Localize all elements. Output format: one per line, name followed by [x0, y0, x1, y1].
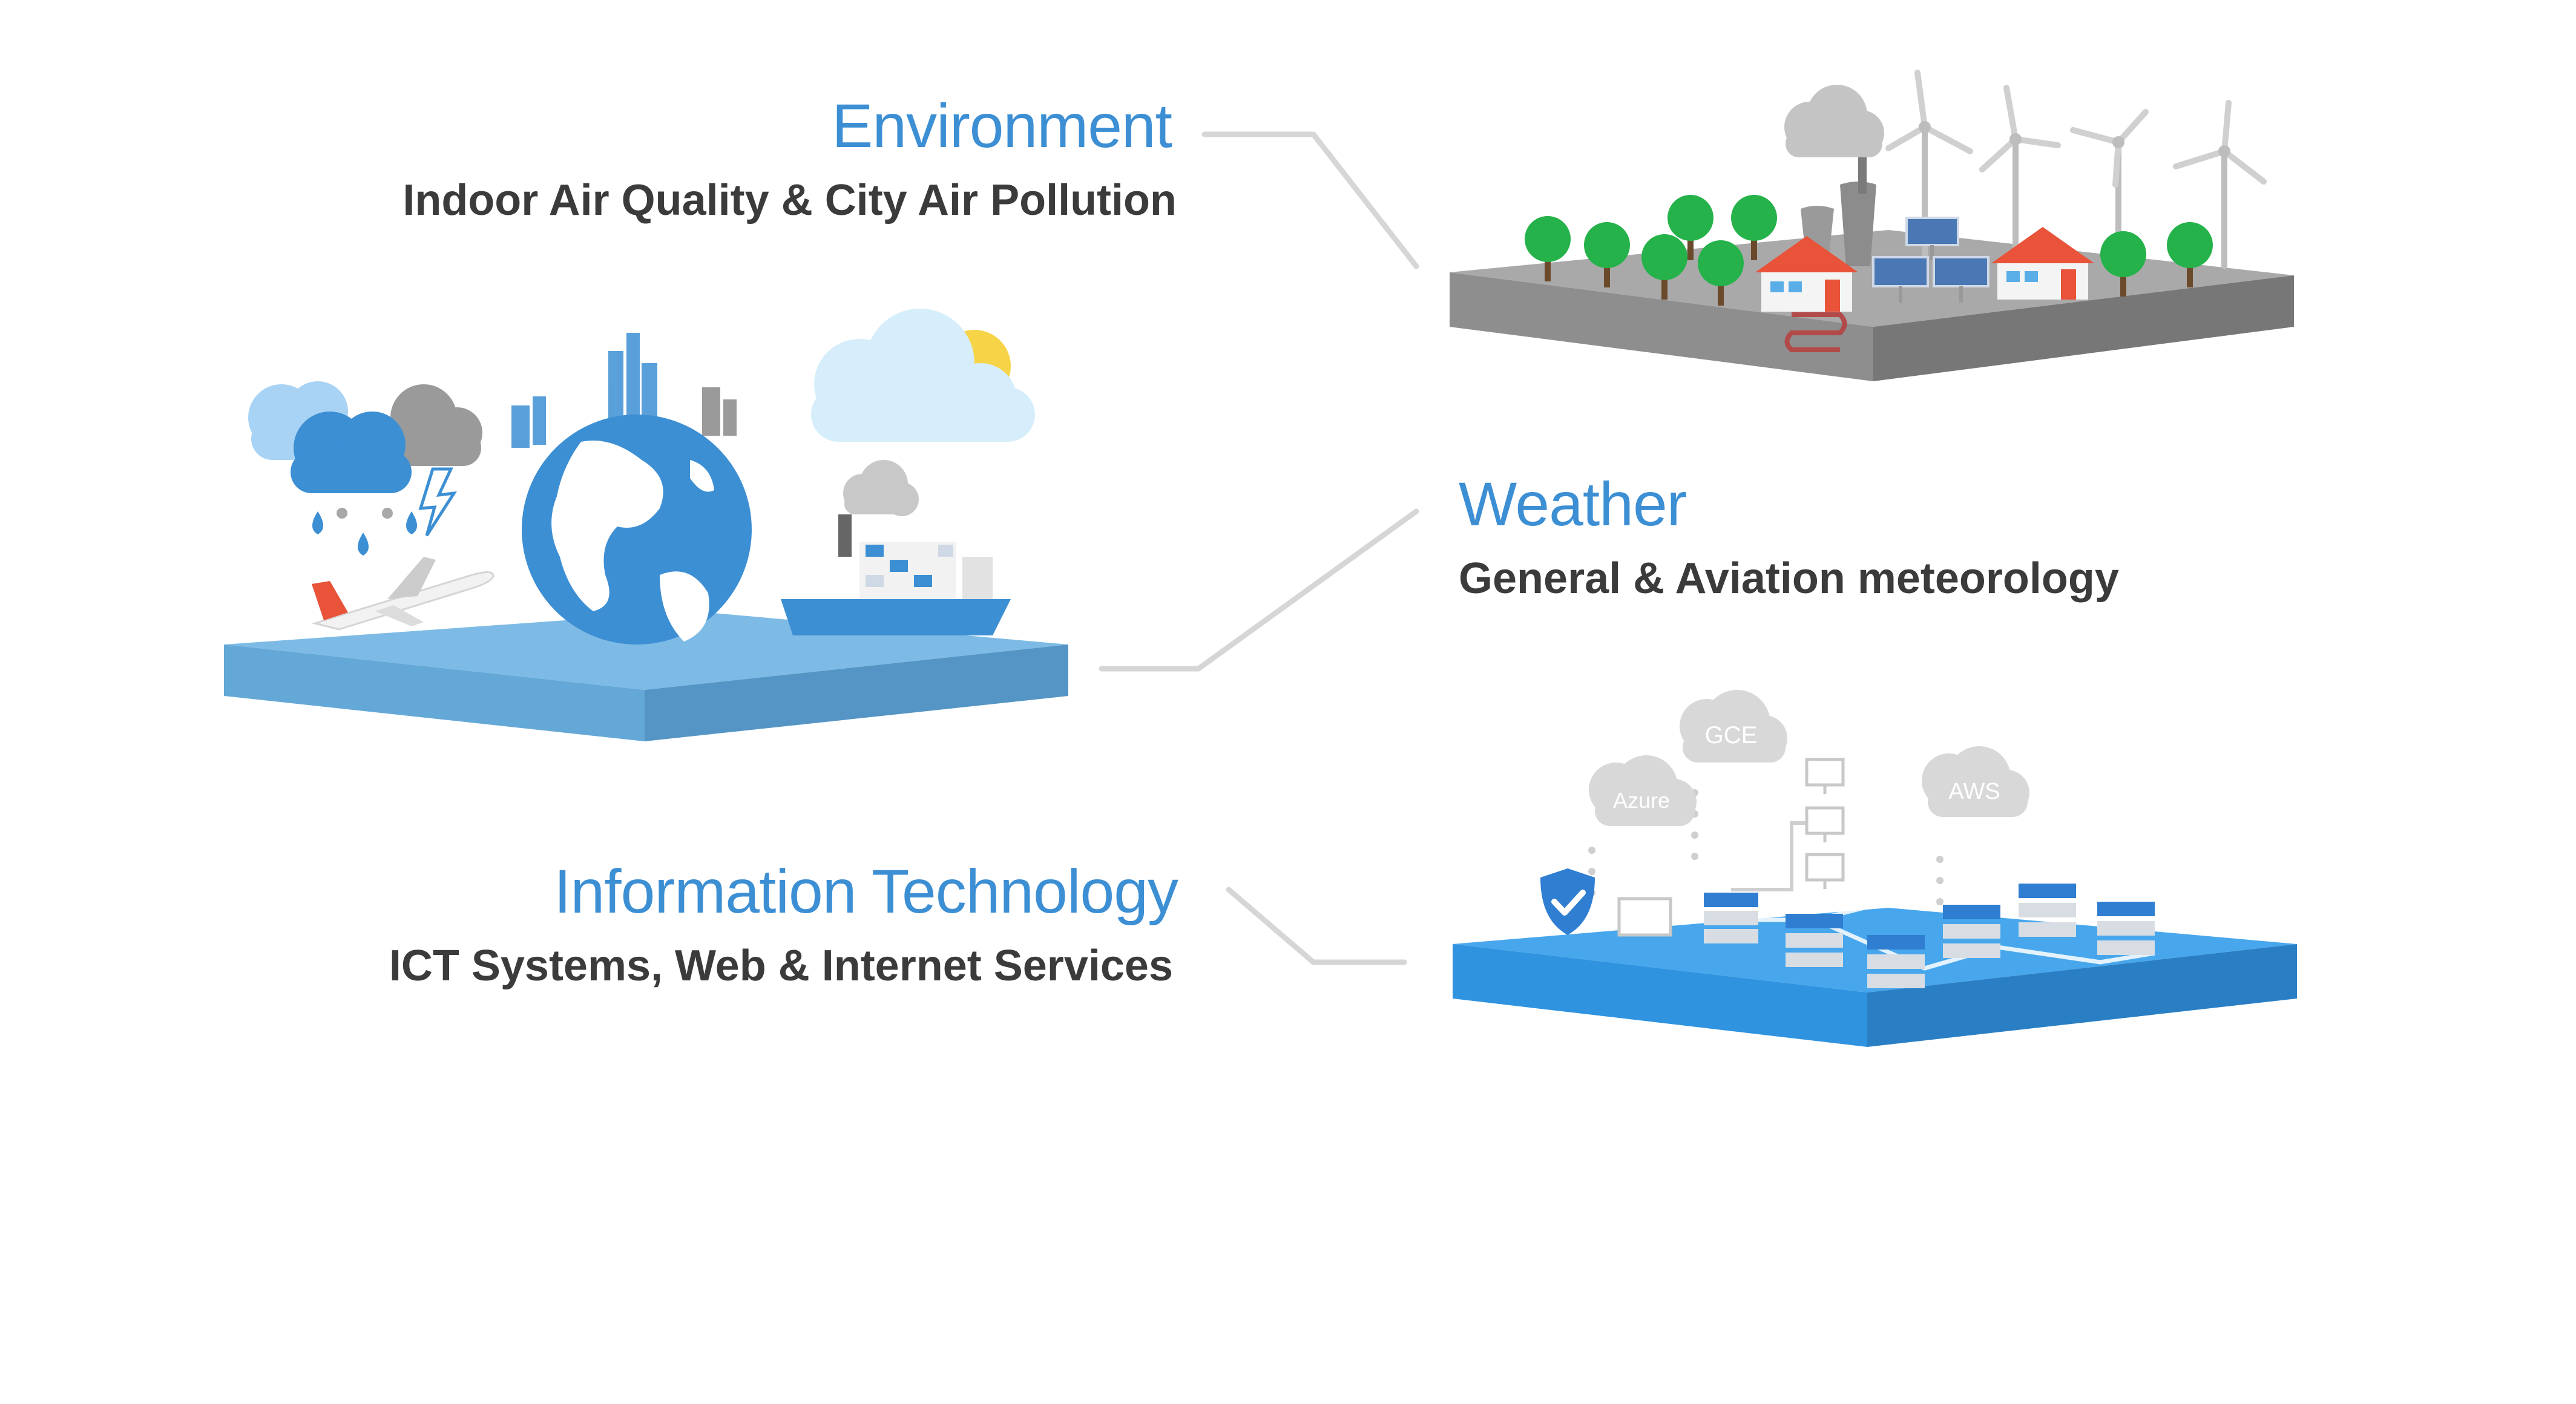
airplane-icon — [311, 557, 494, 631]
tree-icon — [2167, 222, 2213, 287]
wind-turbine-icon — [2173, 100, 2267, 269]
aws-label: AWS — [1948, 779, 2000, 804]
wind-turbine-icon — [1979, 85, 2061, 257]
tree-icon — [1584, 222, 1630, 287]
environment-platform-right — [1873, 275, 2294, 381]
it-platform-right — [1867, 944, 2297, 1047]
azure-label: Azure — [1613, 788, 1670, 813]
server-icon — [1786, 914, 1843, 967]
weather-platform-right — [645, 645, 1068, 741]
ship-icon — [781, 460, 1011, 635]
monitor-icon — [1805, 758, 1845, 889]
tree-icon — [1525, 216, 1571, 281]
tree-icon — [1668, 195, 1714, 260]
house-icon — [1991, 227, 2094, 300]
weather-illustration — [224, 309, 1068, 741]
cloud-aws: AWS — [1922, 746, 2029, 817]
connector-lines — [1099, 131, 1419, 965]
solar-panel-icon — [1872, 256, 1929, 303]
solar-panels — [1872, 217, 1990, 303]
rain-cloud-icon — [248, 381, 482, 556]
server-icon — [2019, 884, 2076, 937]
cloud-gce: GCE — [1680, 690, 1787, 763]
environment-subtitle: Indoor Air Quality & City Air Pollution — [402, 176, 1177, 225]
weather-subtitle: General & Aviation meteorology — [1459, 554, 2119, 603]
server-icon — [1943, 905, 2000, 958]
gateway-box — [1617, 897, 1672, 937]
it-platform-left — [1453, 944, 1867, 1047]
it-subtitle: ICT Systems, Web & Internet Services — [389, 942, 1173, 990]
solar-panel-icon — [1905, 217, 1959, 260]
globe-icon — [511, 333, 752, 645]
environment-connector — [1201, 131, 1419, 269]
tree-icon — [2100, 231, 2146, 297]
tree-icon — [1698, 240, 1744, 306]
tree-icon — [1641, 234, 1687, 300]
server-icon — [1704, 893, 1758, 943]
cloud-icon — [811, 309, 1035, 442]
solar-panel-icon — [1933, 256, 1990, 303]
factory-icon — [1784, 85, 1884, 266]
container-stack — [859, 542, 956, 599]
house-icon — [1755, 236, 1858, 352]
environment-illustration — [1450, 70, 2294, 381]
weather-title: Weather — [1459, 470, 1687, 539]
wind-turbine-icon — [2070, 109, 2149, 245]
server-stacks — [1704, 884, 2155, 988]
cloud-azure: Azure — [1589, 755, 1697, 826]
environment-title: Environment — [832, 91, 1172, 160]
trees — [1525, 195, 2213, 306]
tree-icon — [1731, 195, 1777, 260]
shield-check-icon — [1540, 868, 1595, 935]
it-connector — [1226, 887, 1407, 965]
weather-connector — [1099, 508, 1419, 672]
it-illustration: GCE Azure AWS — [1453, 690, 2297, 1047]
server-icon — [1867, 935, 1925, 988]
it-title: Information Technology — [554, 857, 1178, 926]
server-icon — [2097, 902, 2155, 955]
gce-label: GCE — [1705, 722, 1758, 749]
environment-platform-left — [1450, 272, 1873, 381]
weather-platform-left — [224, 645, 645, 741]
